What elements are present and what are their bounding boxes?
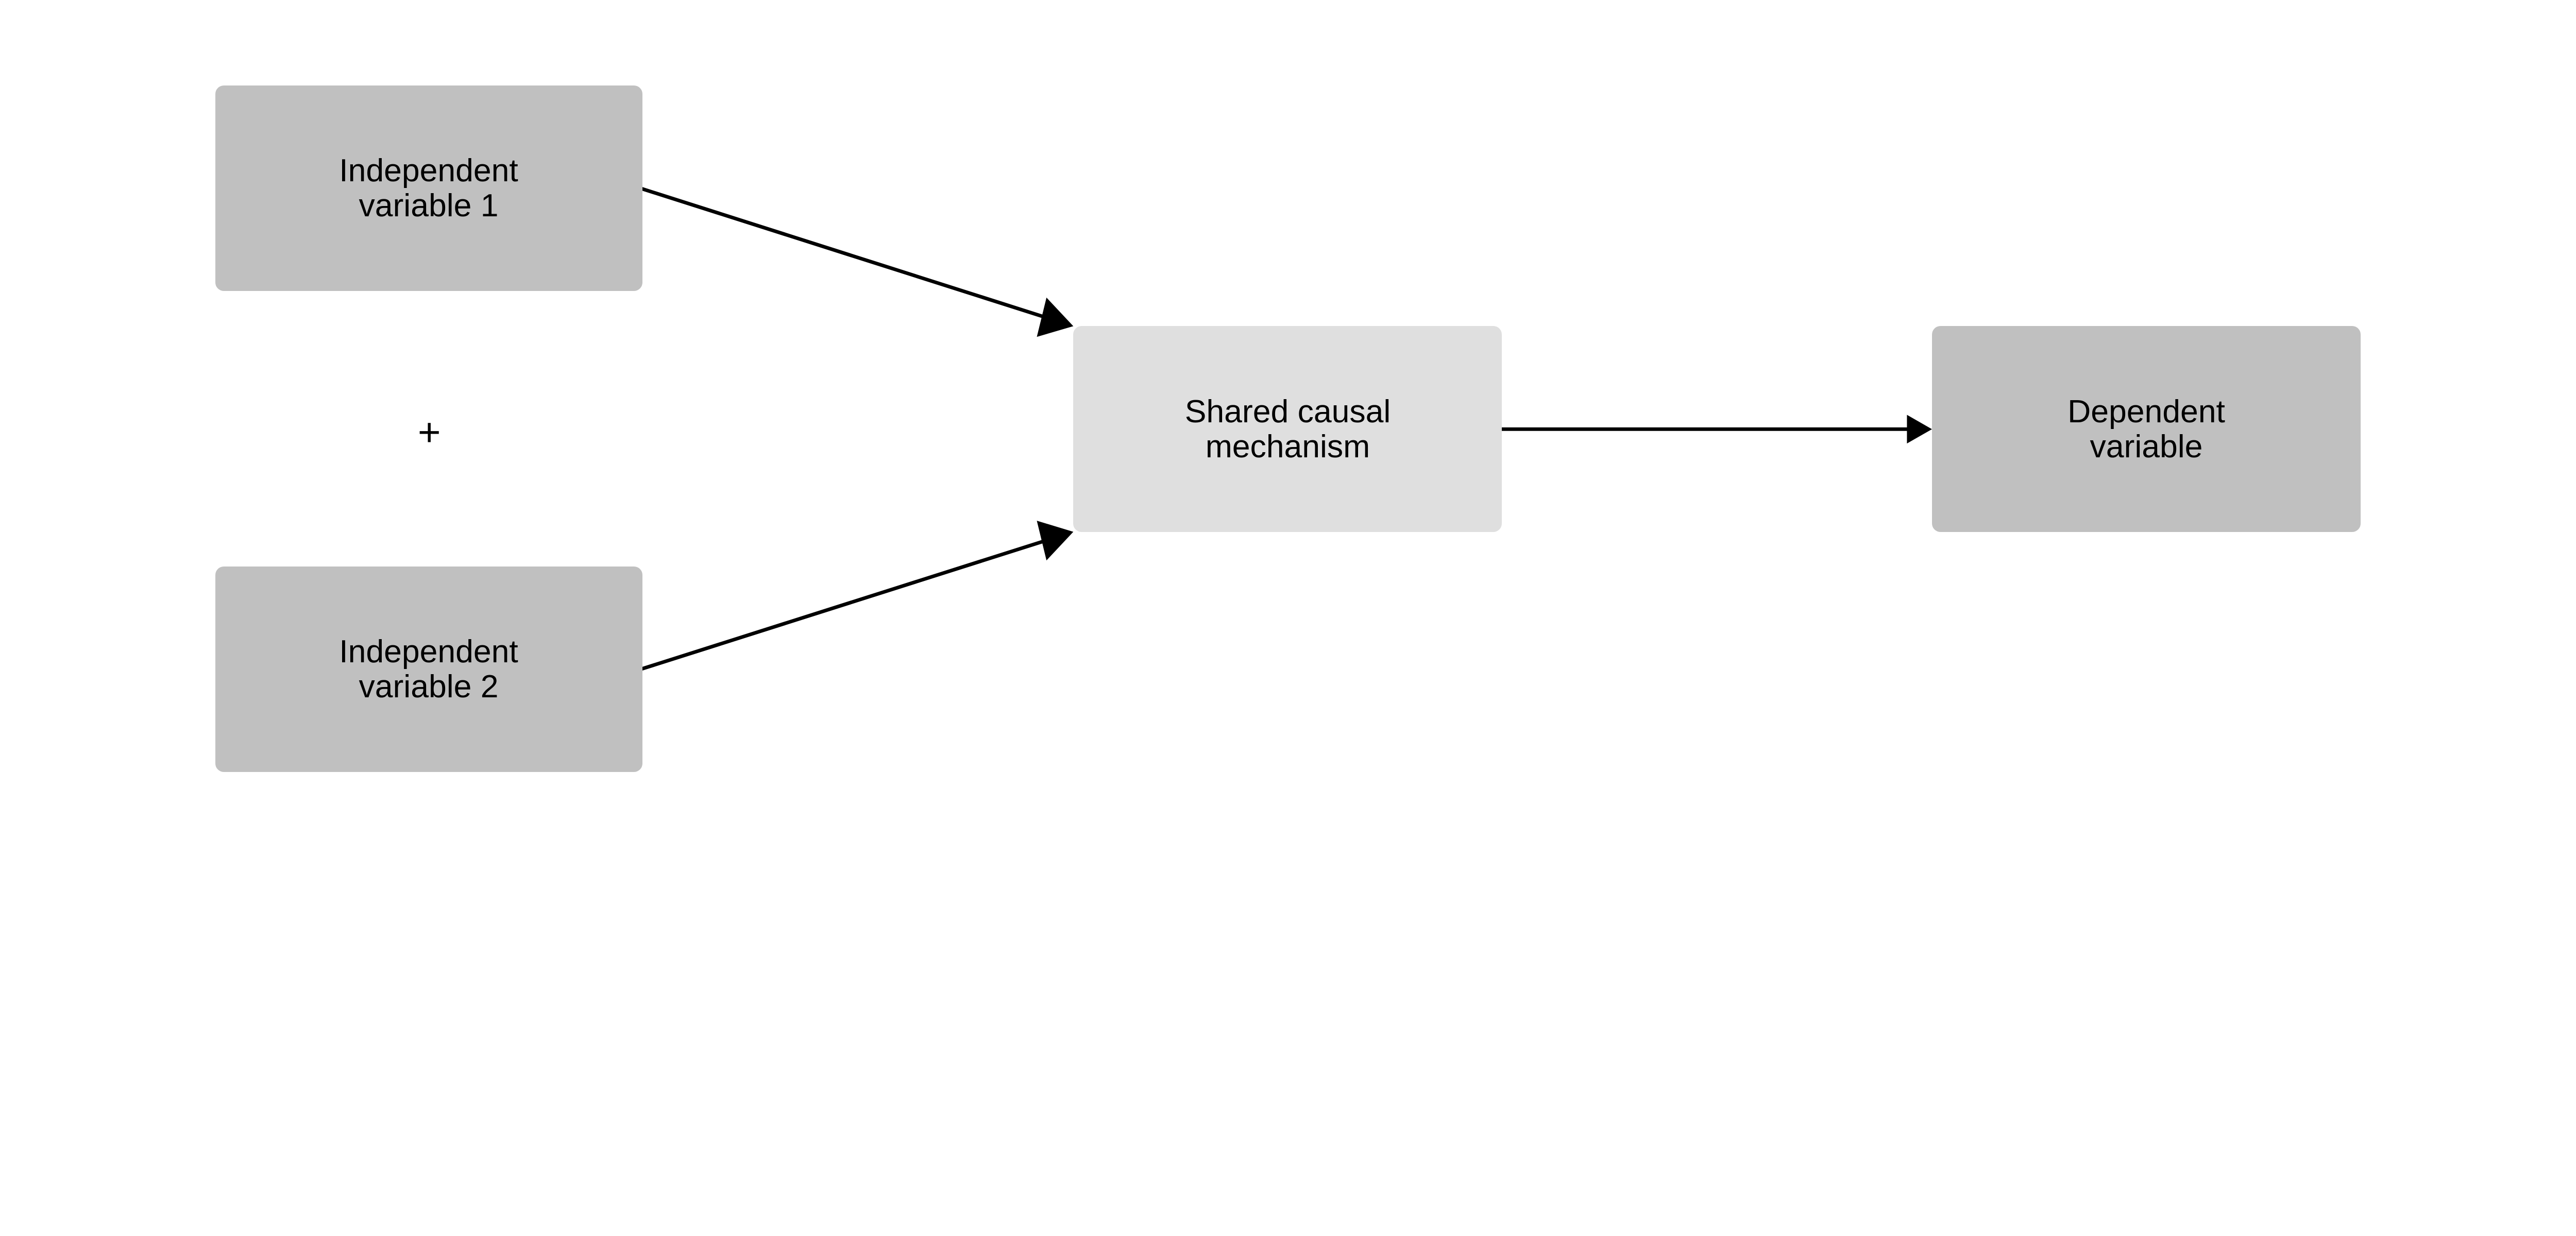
plus-operator: + [417,410,441,455]
node-independent-variable-2: Independent variable 2 [215,566,642,772]
arrowhead-icon [1037,297,1074,337]
node-dependent-variable: Dependent variable [1932,326,2361,532]
diagram-canvas: Independent variable 1 + Independent var… [215,85,2361,772]
edges-layer [640,187,1932,671]
node-shared-causal-mechanism: Shared causal mechanism [1073,326,1502,532]
node-independent-variable-1: Independent variable 1 [215,85,642,291]
arrowhead-icon [1907,415,1932,444]
edge-iv2-to-mechanism [640,537,1054,671]
arrowhead-icon [1037,521,1074,561]
edge-iv1-to-mechanism [640,187,1054,321]
